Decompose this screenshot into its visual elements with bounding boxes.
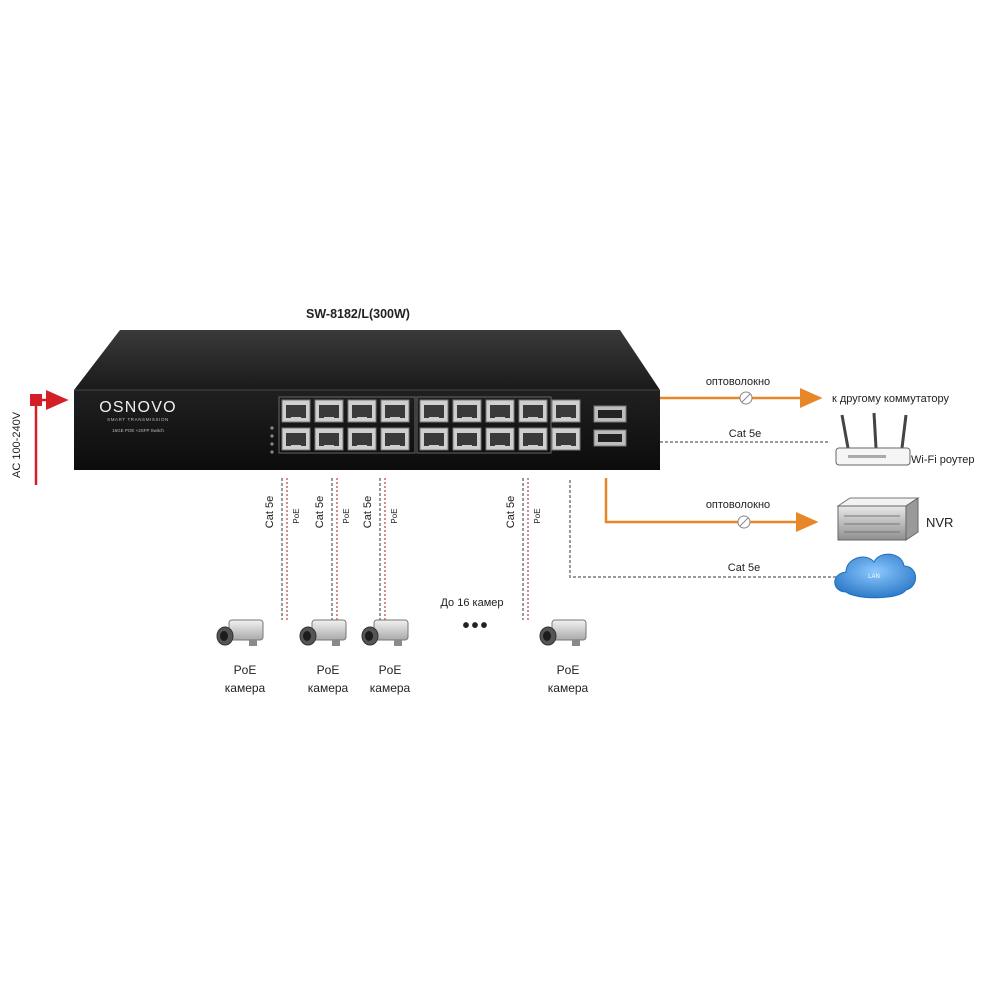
cable-poe-label: PoE xyxy=(292,508,301,523)
cable-cat5e-label: Cat 5e xyxy=(264,496,276,528)
rj45-port xyxy=(518,399,548,423)
nvr-icon xyxy=(836,497,920,541)
rj45-port xyxy=(380,427,410,451)
cable-cat5e-label: Cat 5e xyxy=(314,496,326,528)
switch-device: OSNOVO SMART TRANSMISSION 16GE POE +2SFP… xyxy=(74,330,660,470)
led-indicator xyxy=(270,434,274,438)
power-label: AC 100-240V xyxy=(11,411,23,478)
brand-logo: OSNOVO xyxy=(99,399,176,416)
rj45-port xyxy=(551,427,581,451)
rj45-port xyxy=(419,427,449,451)
sfp-slot xyxy=(593,405,627,423)
brand-tagline: SMART TRANSMISSION xyxy=(107,417,169,422)
camera-cable: Cat 5e PoE xyxy=(362,478,399,620)
uplink-connections: оптоволокно к другому коммутатору Cat 5e… xyxy=(569,376,974,599)
rj45-port xyxy=(485,399,515,423)
camera-cable: Cat 5e PoE xyxy=(264,478,301,620)
to-switch-label: к другому коммутатору xyxy=(832,393,950,405)
sfp-ports xyxy=(593,405,627,447)
ellipsis-dots: ••• xyxy=(462,615,489,637)
rj45-port xyxy=(314,427,344,451)
camera-cable: Cat 5e PoE xyxy=(505,478,542,620)
cameras: PoE камера PoE камера PoE камера PoE камера xyxy=(216,619,589,695)
front-text: 16GE POE +2SFP Switch xyxy=(112,428,164,433)
switch-top xyxy=(74,330,660,390)
power-input: AC 100-240V xyxy=(11,390,69,485)
nvr-label: NVR xyxy=(926,515,953,530)
cable-poe-label: PoE xyxy=(533,508,542,523)
led-indicator xyxy=(270,442,274,446)
rj45-port xyxy=(380,399,410,423)
lan-cloud-icon: LAN xyxy=(834,553,916,599)
cable-cat5e-label: Cat 5e xyxy=(362,496,374,528)
cat5e-bottom-label: Cat 5e xyxy=(728,562,760,574)
cat5e-top-label: Cat 5e xyxy=(729,428,761,440)
cat5e-bottom-line xyxy=(569,480,836,578)
fiber-break-icon xyxy=(737,515,751,529)
sfp-slot xyxy=(593,429,627,447)
camera-label-line1: PoE xyxy=(557,663,580,677)
status-leds xyxy=(270,426,274,454)
rj45-port xyxy=(485,427,515,451)
camera-label-line2: камера xyxy=(548,681,589,695)
ethernet-ports xyxy=(278,396,581,454)
camera-label-line1: PoE xyxy=(234,663,257,677)
camera-label-line1: PoE xyxy=(317,663,340,677)
up-to-16-cameras-label: До 16 камер xyxy=(440,597,503,609)
rj45-port xyxy=(314,399,344,423)
fiber-break-icon xyxy=(739,391,753,405)
rj45-port xyxy=(281,399,311,423)
poe-camera-icon: PoE камера xyxy=(299,619,349,695)
camera-label-line2: камера xyxy=(370,681,411,695)
poe-camera-icon: PoE камера xyxy=(539,619,589,695)
rj45-port xyxy=(281,427,311,451)
cable-cat5e-label: Cat 5e xyxy=(505,496,517,528)
poe-camera-icon: PoE камера xyxy=(361,619,411,695)
rj45-port xyxy=(518,427,548,451)
model-title: SW-8182/L(300W) xyxy=(306,307,410,321)
cable-poe-label: PoE xyxy=(390,508,399,523)
power-plug-icon xyxy=(30,394,42,406)
wifi-router-label: Wi-Fi роутер xyxy=(911,454,974,466)
rj45-port xyxy=(452,427,482,451)
lan-label: LAN xyxy=(868,574,880,580)
camera-cables: Cat 5e PoE Cat 5e PoE Cat 5e PoE Cat 5e PoE xyxy=(264,478,542,620)
camera-label-line2: камера xyxy=(225,681,266,695)
rj45-port xyxy=(347,399,377,423)
camera-label-line2: камера xyxy=(308,681,349,695)
rj45-port xyxy=(452,399,482,423)
poe-camera-icon: PoE камера xyxy=(216,619,266,695)
cable-poe-label: PoE xyxy=(342,508,351,523)
led-indicator xyxy=(270,426,274,430)
rj45-port xyxy=(419,399,449,423)
fiber-top-label: оптоволокно xyxy=(706,376,770,388)
rj45-port xyxy=(551,399,581,423)
camera-cable: Cat 5e PoE xyxy=(314,478,351,620)
led-indicator xyxy=(270,450,274,454)
wifi-router-icon xyxy=(835,412,911,466)
rj45-port xyxy=(347,427,377,451)
fiber-mid-label: оптоволокно xyxy=(706,499,770,511)
camera-label-line1: PoE xyxy=(379,663,402,677)
